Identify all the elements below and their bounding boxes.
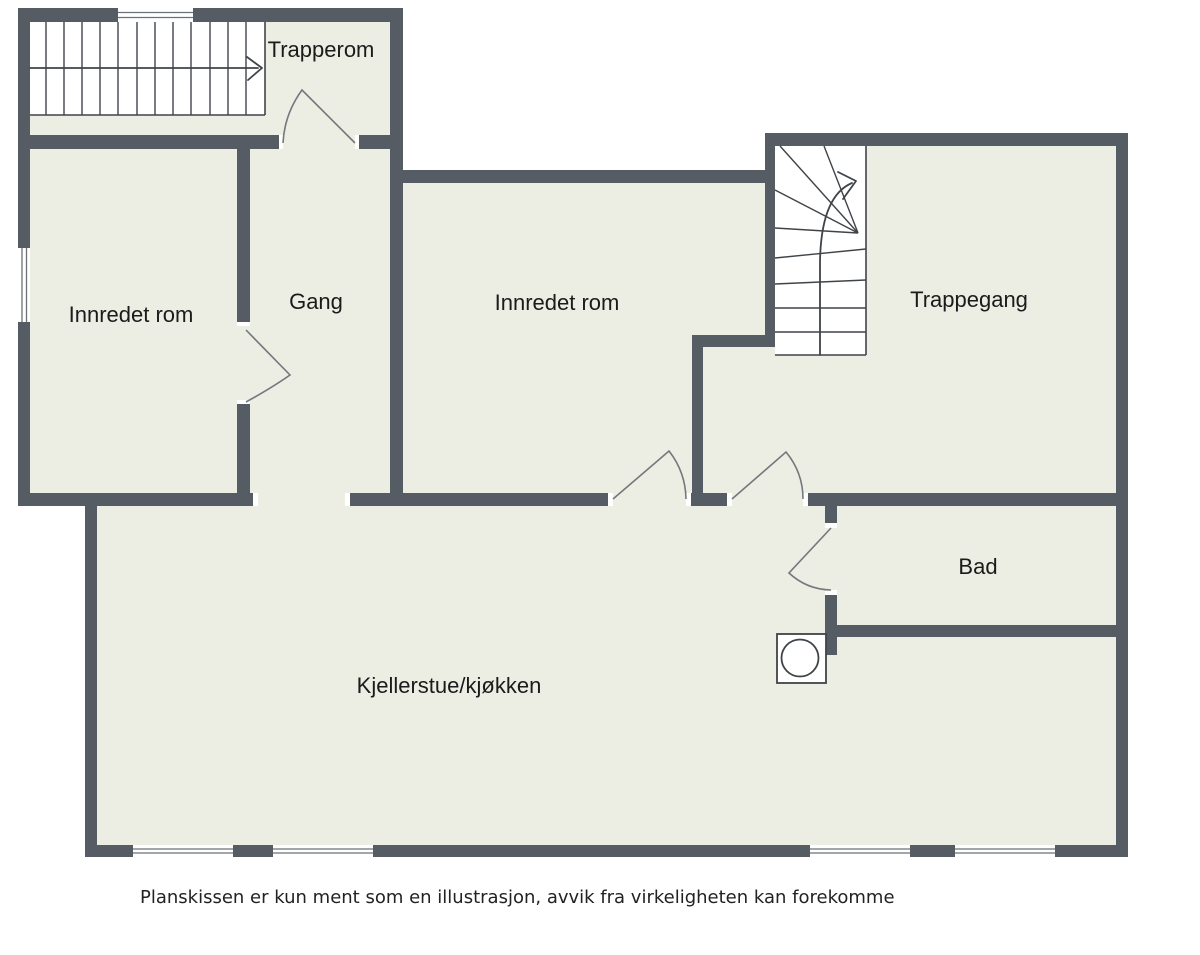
room-label-innredet-rom-middle: Innredet rom: [495, 290, 620, 315]
disclaimer-text: Planskissen er kun ment som en illustras…: [140, 887, 895, 908]
walls: [18, 8, 1128, 857]
washing-machine-icon: [776, 633, 827, 684]
room-label-kjellerstue: Kjellerstue/kjøkken: [357, 673, 542, 698]
room-label-gang: Gang: [289, 289, 343, 314]
window-icon: [133, 845, 233, 857]
doors: [245, 88, 832, 591]
staircase-winder-icon: [774, 145, 867, 356]
door-swing-icon: [787, 527, 832, 591]
staircase-straight-icon: [29, 22, 266, 116]
room-label-trappegang: Trappegang: [910, 287, 1028, 312]
door-swing-icon: [282, 88, 356, 144]
door-jambs: [237, 135, 837, 595]
window-icon: [273, 845, 373, 857]
room-labels: Trapperom Innredet rom Gang Innredet rom…: [69, 37, 1028, 698]
stair-direction-arrow-icon: [819, 171, 857, 356]
window-icon: [18, 248, 30, 322]
door-swing-icon: [731, 450, 804, 500]
door-swing-icon: [612, 449, 687, 500]
windows: [18, 8, 1055, 857]
door-swing-icon: [245, 329, 292, 403]
stair-direction-arrow-icon: [29, 56, 263, 81]
room-label-trapperom: Trapperom: [268, 37, 375, 62]
room-label-bad: Bad: [958, 554, 997, 579]
window-icon: [118, 8, 193, 22]
window-icon: [810, 845, 910, 857]
window-icon: [955, 845, 1055, 857]
room-label-innredet-rom-left: Innredet rom: [69, 302, 194, 327]
